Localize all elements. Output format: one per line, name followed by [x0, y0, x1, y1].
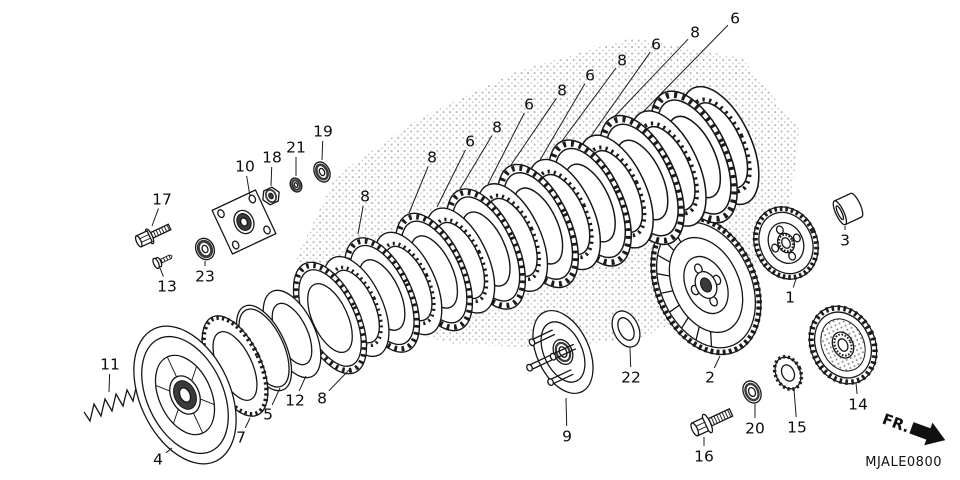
- leader-line: [713, 355, 721, 369]
- part-number-label[interactable]: 19: [313, 123, 333, 141]
- part-number-label[interactable]: 6: [524, 96, 534, 114]
- part-number-label[interactable]: 9: [562, 428, 572, 446]
- leader-line: [151, 208, 159, 227]
- leader-line: [108, 373, 111, 393]
- part-number-label[interactable]: 8: [360, 188, 370, 206]
- part-number-label[interactable]: 10: [235, 158, 255, 176]
- plate-part-10: [211, 189, 277, 255]
- part-number-label[interactable]: 17: [152, 191, 172, 209]
- part-number-label[interactable]: 15: [787, 419, 807, 437]
- leader-line: [855, 382, 858, 395]
- part-number-label[interactable]: 8: [492, 119, 502, 137]
- leader-line: [510, 98, 557, 166]
- part-number-label[interactable]: 13: [157, 278, 177, 296]
- washer-part-21: [289, 177, 303, 193]
- leader-line: [270, 166, 273, 187]
- screw-part-13: [152, 254, 173, 270]
- part-number-label[interactable]: 11: [100, 356, 120, 374]
- leader-line: [165, 447, 173, 454]
- leader-line: [539, 83, 586, 161]
- leader-line: [328, 369, 350, 392]
- leader-line: [298, 375, 307, 392]
- part-number-label[interactable]: 8: [557, 82, 567, 100]
- part-number-label[interactable]: 8: [690, 24, 700, 42]
- bearing-part-23: [194, 237, 216, 261]
- leader-line: [590, 51, 651, 137]
- part-number-label[interactable]: 23: [195, 268, 215, 286]
- snap-ring-part-5: [235, 304, 293, 392]
- washer-part-19: [313, 161, 331, 183]
- leader-line: [642, 24, 729, 113]
- washer-part-22: [611, 310, 641, 348]
- part-number-label[interactable]: 18: [262, 149, 282, 167]
- part-number-label[interactable]: 16: [694, 448, 714, 466]
- spring-part-11: [83, 387, 137, 423]
- toothed-ring-part-7: [201, 315, 269, 417]
- leader-line: [792, 278, 797, 288]
- part-number-label[interactable]: 3: [840, 232, 850, 250]
- leader-line: [408, 166, 429, 214]
- gear-part-1: [752, 205, 820, 281]
- leader-line: [613, 38, 689, 118]
- part-number-label[interactable]: 8: [617, 52, 627, 70]
- part-number-label[interactable]: 14: [848, 396, 868, 414]
- leader-line: [271, 387, 281, 406]
- nut-part-18: [262, 186, 280, 206]
- leader-line: [246, 175, 251, 197]
- leader-line: [357, 205, 364, 235]
- clutch-disc-stack: [292, 85, 760, 375]
- clutch-basket-part-2: [650, 214, 762, 356]
- hub-posts: [526, 329, 577, 387]
- part-number-label[interactable]: 22: [621, 369, 641, 387]
- fr-arrow-icon: [909, 422, 946, 446]
- part-number-label[interactable]: 1: [785, 289, 795, 307]
- leader-line: [244, 417, 251, 429]
- part-number-label[interactable]: 6: [465, 133, 475, 151]
- leader-line: [793, 389, 797, 418]
- part-number-label[interactable]: 4: [153, 451, 163, 469]
- leader-line: [436, 149, 466, 208]
- part-number-label[interactable]: 6: [730, 10, 740, 28]
- part-number-label[interactable]: 6: [651, 36, 661, 54]
- leader-line: [629, 347, 632, 368]
- part-number-label[interactable]: 6: [585, 67, 595, 85]
- leader-line: [561, 67, 617, 142]
- diagram-code: MJALE0800: [865, 455, 942, 470]
- fr-label: FR.: [880, 410, 912, 436]
- part-number-label[interactable]: 20: [745, 420, 765, 438]
- leader-line: [487, 112, 525, 185]
- lock-washer-part-15: [772, 354, 804, 392]
- part-number-label[interactable]: 7: [236, 429, 246, 447]
- clutch-center-part-9: [532, 309, 594, 395]
- part-number-label[interactable]: 12: [285, 392, 305, 410]
- gear-part-14: [808, 305, 878, 385]
- leader-line: [321, 140, 324, 161]
- part-number-label[interactable]: 21: [286, 139, 306, 157]
- clutch-outer-part-4: [133, 325, 237, 465]
- part-number-label[interactable]: 5: [263, 406, 273, 424]
- bolt-part-17: [134, 223, 172, 248]
- fr-direction-indicator: FR.: [880, 410, 946, 446]
- washer-part-20: [742, 380, 762, 404]
- part-number-label[interactable]: 2: [705, 369, 715, 387]
- leader-line: [159, 267, 164, 277]
- bolt-part-16: [690, 407, 734, 437]
- collar-part-3: [832, 192, 864, 226]
- leader-line: [459, 135, 493, 190]
- leader-line: [565, 397, 568, 427]
- part-number-label[interactable]: 8: [427, 149, 437, 167]
- part-number-label[interactable]: 8: [317, 390, 327, 408]
